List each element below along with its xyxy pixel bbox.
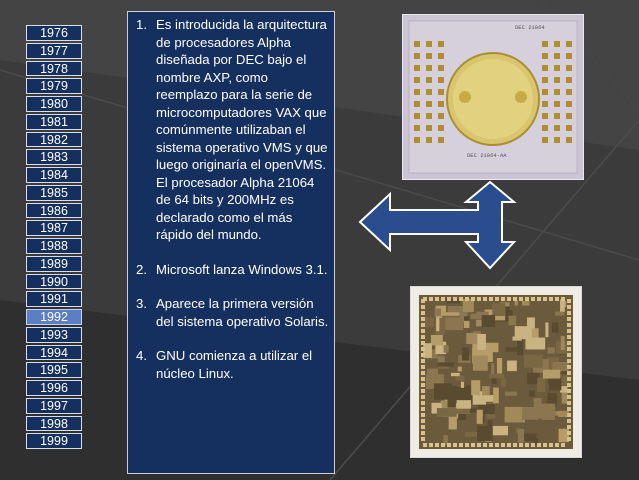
events-list: 1. Es introducida la arquitectura de pro… [136,16,330,382]
event-text: GNU comienza a utilizar el núcleo Linux. [156,348,313,381]
year-timeline: 1976 1977 1978 1979 1980 1981 1982 1983 … [26,25,82,449]
event-text: Es introducida la arquitectura de proces… [156,17,328,242]
event-number: 1. [136,17,147,32]
die-illustration [411,287,581,457]
event-number: 4. [136,348,147,363]
year-1996[interactable]: 1996 [26,380,82,396]
year-1994[interactable]: 1994 [26,344,82,361]
year-1989[interactable]: 1989 [26,255,82,272]
year-1987[interactable]: 1987 [26,220,82,236]
chip-marking-bottom: DEC 21064-AA [467,152,507,159]
chip-marking-top: DEC 21064 [515,24,545,31]
event-item: 4. GNU comienza a utilizar el núcleo Lin… [136,347,330,382]
year-1979[interactable]: 1979 [26,78,82,94]
year-1995[interactable]: 1995 [26,362,82,378]
year-1998[interactable]: 1998 [26,415,82,432]
year-1997[interactable]: 1997 [26,397,82,414]
year-1981[interactable]: 1981 [26,113,82,130]
event-item: 1. Es introducida la arquitectura de pro… [136,16,330,244]
event-text: Aparece la primera versión del sistema o… [156,296,329,329]
events-panel: 1. Es introducida la arquitectura de pro… [127,11,335,474]
year-1990[interactable]: 1990 [26,273,82,290]
year-1983[interactable]: 1983 [26,149,82,165]
year-1982[interactable]: 1982 [26,131,82,148]
year-1976[interactable]: 1976 [26,25,82,41]
year-1984[interactable]: 1984 [26,167,82,183]
chip-package-illustration: DEC 21064 DEC 21064-AA [403,15,583,179]
year-1977[interactable]: 1977 [26,42,82,59]
alpha-chip-package-image: DEC 21064 DEC 21064-AA [402,14,584,180]
event-text: Microsoft lanza Windows 3.1. [156,261,328,277]
event-number: 3. [136,296,147,311]
year-1985[interactable]: 1985 [26,184,82,201]
year-1988[interactable]: 1988 [26,238,82,254]
event-number: 2. [136,261,147,277]
double-arrow-connector [358,180,517,270]
year-1978[interactable]: 1978 [26,60,82,77]
event-item: 3. Aparece la primera versión del sistem… [136,295,330,330]
year-1993[interactable]: 1993 [26,326,82,343]
event-item: 2. Microsoft lanza Windows 3.1. [136,261,330,279]
year-1980[interactable]: 1980 [26,96,82,112]
year-1999[interactable]: 1999 [26,433,82,449]
year-1991[interactable]: 1991 [26,291,82,307]
year-1986[interactable]: 1986 [26,202,82,219]
arrow-shape [358,180,517,270]
alpha-die-image [410,286,582,458]
year-1992-active[interactable]: 1992 [26,309,82,325]
